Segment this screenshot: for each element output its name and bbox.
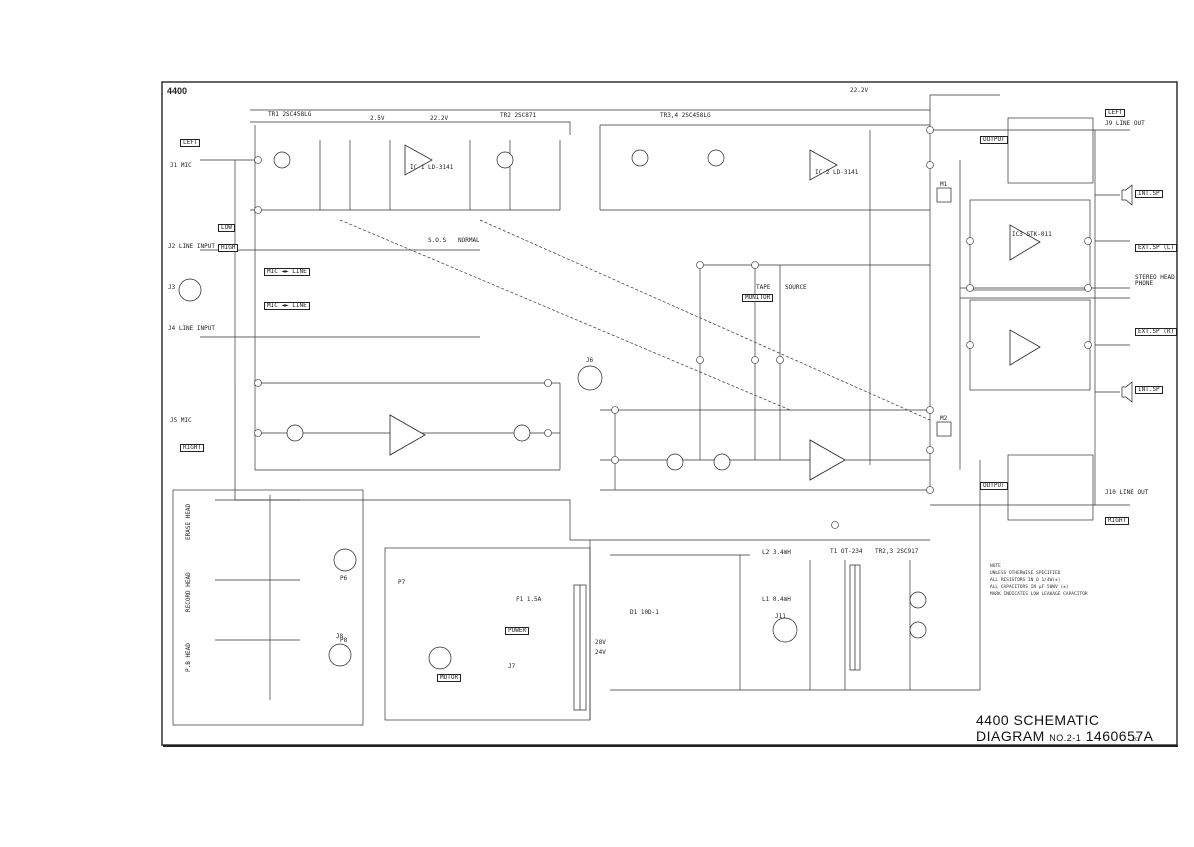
normal-top-label: NORMAL [458, 237, 480, 244]
p8-label: P8 [340, 637, 348, 644]
j5-label: J5 MIC [170, 417, 192, 424]
record-head-label: RECORD HEAD [185, 572, 192, 612]
opamps [389, 144, 1041, 481]
notes-line4: MARK INDICATES LOW LEAKAGE CAPACITOR [990, 592, 1088, 597]
wiring [172, 94, 1130, 726]
tr1-label: TR1 2SC458LG [268, 111, 312, 118]
ic1-triangle [404, 144, 433, 176]
mic-line-switch-2: MIC ◄► LINE [264, 302, 310, 310]
voltage-v4: 24V [595, 649, 606, 656]
l2-label: L2 3.4mH [762, 549, 791, 556]
p7-label: P7 [398, 579, 406, 586]
j11-label: J11 [775, 613, 786, 620]
motor-symbol [428, 646, 452, 670]
title-line-1: 4400 SCHEMATIC [976, 712, 1100, 728]
ic2-label: IC-2 LD-3141 [815, 169, 859, 176]
high-label: HIGH [218, 244, 239, 252]
j6-socket [577, 365, 603, 391]
low-label: LOW [218, 224, 235, 232]
notes-line1: UNLESS OTHERWISE SPECIFIED [990, 571, 1061, 576]
f1-label: F1 1.5A [516, 596, 542, 603]
right-output-label: RIGHT [1105, 517, 1130, 525]
mic-line-switch-1: MIC ◄► LINE [264, 268, 310, 276]
left-output-label: LEFT [1105, 109, 1126, 117]
tr23-label: TR2,3 2SC917 [875, 548, 919, 555]
left-input-label: LEFT [180, 139, 201, 147]
m1-label: M1 [940, 181, 948, 188]
right-input-label: RIGHT [180, 444, 205, 452]
stereo-headphone-label: STEREO HEAD PHONE [1135, 274, 1175, 287]
sheet-border [161, 81, 1178, 746]
title-line-2: DIAGRAM NO.2-1 1460657A [976, 728, 1176, 746]
pb-head-label: P.B HEAD [185, 643, 192, 672]
j4-label: J4 LINE INPUT [168, 325, 215, 332]
ic2-triangle [809, 149, 838, 181]
l1-label: L1 0.4mH [762, 596, 791, 603]
int-sp-top-label: INT.SP [1135, 190, 1163, 198]
j8-label: J8 [336, 633, 344, 640]
sos-top-label: S.O.S [428, 237, 447, 244]
j3-label: J3 [168, 284, 176, 291]
m2-meter [936, 421, 952, 437]
ext-sp-r-label: EXT.SP (R) [1135, 328, 1178, 336]
tr2-label: TR2 2SC871 [500, 112, 537, 119]
transistors [178, 149, 927, 670]
motor-label: MOTOR [437, 674, 462, 682]
j11-socket [772, 617, 798, 643]
j7-label: J7 [508, 663, 516, 670]
monitor-label: MONITOR [742, 294, 774, 302]
int-sp-bottom-label: INT.SP [1135, 386, 1163, 394]
notes-line3: ALL CAPACITORS IN μF 50WV (±) [990, 585, 1069, 590]
t1-label: T1 OT-234 [830, 548, 863, 555]
tape-label: TAPE [756, 284, 771, 291]
notes-heading: NOTE [990, 564, 1001, 569]
erase-head-label: ERASE HEAD [185, 503, 192, 540]
title-no: NO.2-1 [1049, 733, 1082, 743]
title-block: 4400 SCHEMATIC DIAGRAM NO.2-1 1460657A [976, 712, 1176, 746]
p6-label: P6 [340, 575, 348, 582]
p6-socket [333, 548, 357, 572]
amp-left-triangle [389, 414, 426, 456]
title-diagram: DIAGRAM [976, 728, 1045, 744]
j2-label: J2 LINE INPUT [168, 243, 215, 250]
tr34-label: TR3,4 2SC458LG [660, 112, 711, 119]
voltage-v3: 22.2V [430, 115, 449, 122]
voltage-rail-top: 22.2V [850, 87, 869, 94]
amp-right-triangle [809, 439, 846, 481]
model-label: 4400 [167, 86, 188, 96]
ic3-triangle-top [1009, 224, 1041, 261]
d1-label: D1 10D-1 [630, 609, 659, 616]
j3-socket [178, 278, 202, 302]
power-transformer [573, 564, 861, 711]
terminals [254, 126, 1092, 529]
output-bottom-label: OUTPUT [980, 482, 1008, 490]
revision-label: 2C [1132, 737, 1139, 743]
speakers [1121, 184, 1133, 403]
ext-sp-l-label: EXT.SP (L) [1135, 244, 1178, 252]
notes-line2: ALL RESISTORS IN Ω 1/4W(±) [990, 578, 1061, 583]
title-part-number: 1460657A [1085, 728, 1154, 744]
ic1-label: IC-1 LD-3141 [410, 164, 454, 171]
source-label: SOURCE [785, 284, 807, 291]
output-top-label: OUTPUT [980, 136, 1008, 144]
voltage-v5: 28V [595, 639, 606, 646]
j9-label: J9 LINE OUT [1105, 120, 1145, 127]
ic3-triangle-bot [1009, 329, 1041, 366]
power-label: POWER [505, 627, 530, 635]
m2-label: M2 [940, 415, 948, 422]
ic3-label: IC3 STK-011 [1012, 231, 1052, 238]
j10-label: J10 LINE OUT [1105, 489, 1149, 496]
p8-socket [328, 643, 352, 667]
j1-label: J1 MIC [170, 162, 192, 169]
voltage-v2: 2.5V [370, 115, 385, 122]
notes-block: NOTE UNLESS OTHERWISE SPECIFIED ALL RESI… [990, 563, 1088, 598]
m1-meter [936, 187, 952, 203]
j6-label: J6 [586, 357, 594, 364]
